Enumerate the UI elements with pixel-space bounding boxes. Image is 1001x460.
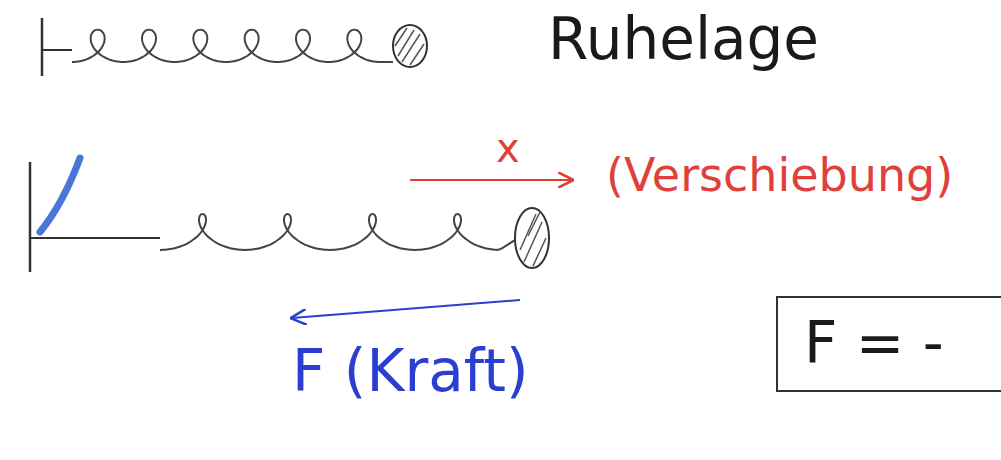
formula-box: F = - (776, 296, 1001, 392)
note-label: (Verschiebung) (606, 150, 953, 201)
force-label: F (Kraft) (292, 340, 529, 404)
wall-mark (40, 158, 80, 232)
variable-label: x (496, 126, 520, 170)
mass (515, 208, 549, 268)
spring-coil (72, 30, 393, 62)
force-arrow (292, 300, 520, 318)
wall (41, 18, 44, 76)
title-label: Ruhelage (548, 8, 819, 72)
spring-end (42, 49, 72, 51)
spring-end (30, 237, 160, 239)
wall (29, 162, 32, 272)
displacement-arrow (410, 179, 572, 181)
mass (393, 25, 427, 67)
spring-coil (160, 214, 515, 250)
formula-text: F = - (804, 312, 982, 376)
